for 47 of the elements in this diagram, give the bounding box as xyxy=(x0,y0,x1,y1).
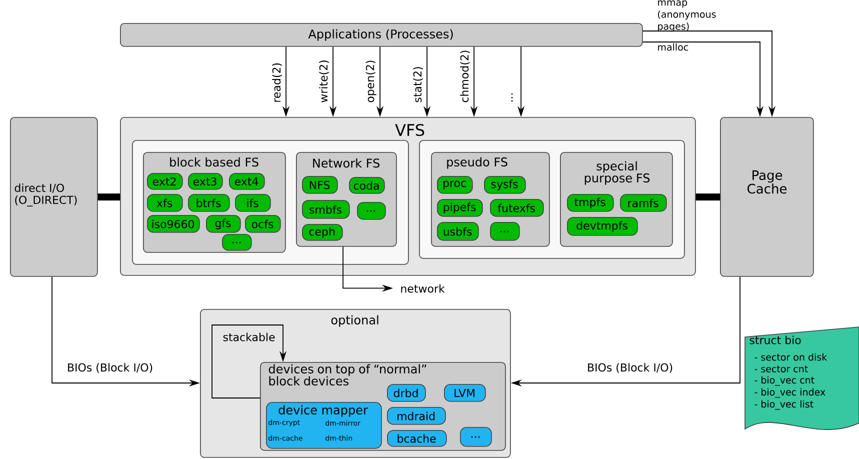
page-cache-box: Page Cache xyxy=(720,117,814,277)
fs-pill: ceph xyxy=(302,224,343,241)
fs-pill: devtmpfs xyxy=(567,217,638,236)
edge-label: BIOs (Block I/O) xyxy=(588,363,672,373)
fs-pill: iso9660 xyxy=(147,215,200,233)
fs-pill: ramfs xyxy=(620,194,667,212)
fs-pill: ifs xyxy=(235,194,271,212)
fs-pill: tmpfs xyxy=(567,194,614,212)
fs-pill: ... xyxy=(357,202,386,220)
fs-pill: futexfs xyxy=(490,199,544,217)
fs-pill: ext2 xyxy=(147,173,183,190)
fs-pill: NFS xyxy=(302,176,338,194)
edge-label: open(2) xyxy=(366,60,376,102)
device-pill: bcache xyxy=(387,430,447,447)
device-pill: LVM xyxy=(444,384,486,402)
edge-label: malloc xyxy=(658,43,688,51)
fs-pill: proc xyxy=(437,176,473,194)
device-pill: ... xyxy=(460,427,492,447)
edge-label: BIOs (Block I/O) xyxy=(68,363,152,373)
edge-label: chmod(2) xyxy=(460,50,470,102)
fs-pill: ... xyxy=(490,222,520,241)
fs-pill: ext3 xyxy=(188,173,223,190)
connector-bar xyxy=(98,194,120,200)
fs-pill: usbfs xyxy=(437,222,479,241)
fs-pill: sysfs xyxy=(484,176,526,194)
device-pill: mdraid xyxy=(387,407,446,425)
fs-pill: pipefs xyxy=(437,199,483,217)
fs-pill: smbfs xyxy=(302,200,350,219)
edge-label: read(2) xyxy=(272,63,282,102)
fs-pill: coda xyxy=(349,177,385,194)
device-pill: drbd xyxy=(387,384,426,402)
arrow xyxy=(212,324,287,398)
edge-label: write(2) xyxy=(319,60,329,102)
fs-pill: ... xyxy=(222,234,252,251)
struct-note: struct bio - sector on disk - sector cnt - bio_vec cnt - bio_vec index - bio_vec list xyxy=(744,326,859,430)
fs-pill: ocfs xyxy=(245,215,281,233)
edge-label: stackable xyxy=(223,332,275,342)
network-label: network xyxy=(401,284,445,293)
fs-pill: ext4 xyxy=(229,173,265,190)
direct-io-box: direct I/O (O_DIRECT) xyxy=(10,117,98,277)
fs-pill: xfs xyxy=(147,194,183,212)
fs-pill: gfs xyxy=(206,215,241,233)
edge-label: ... xyxy=(511,94,513,102)
application-box: Applications (Processes) xyxy=(120,23,643,47)
connector-bar xyxy=(696,194,720,200)
fs-pill: btrfs xyxy=(188,194,230,212)
edge-label: stat(2) xyxy=(413,67,423,102)
